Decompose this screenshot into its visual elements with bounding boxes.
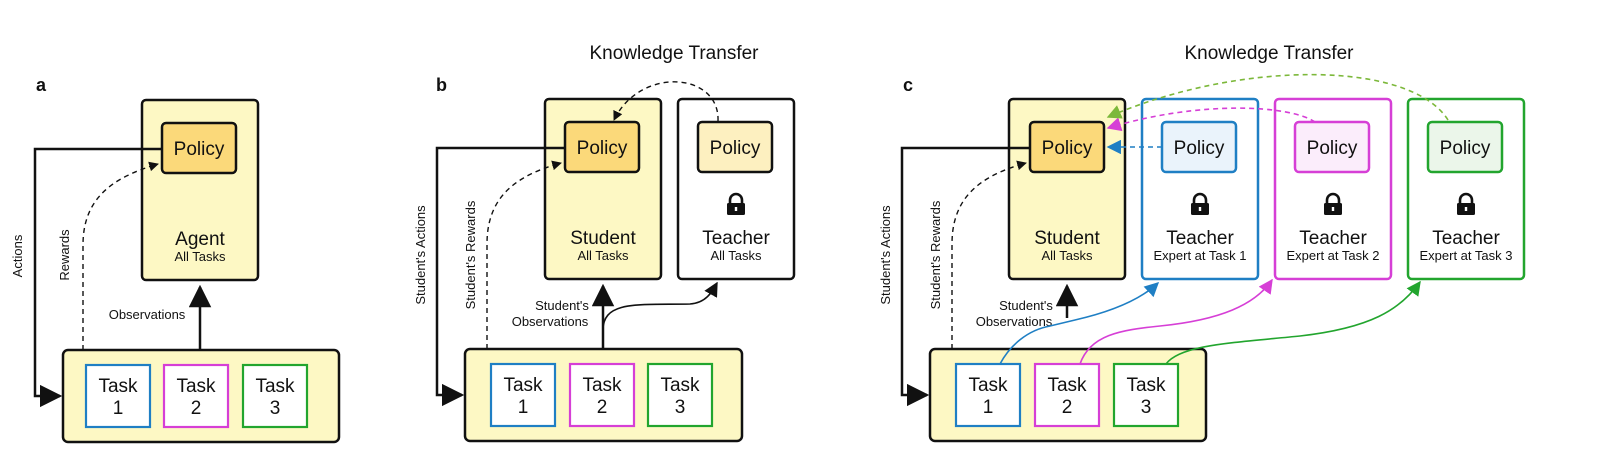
task-1-num-c: 1 — [983, 397, 994, 418]
rewards-label-a: Rewards — [57, 229, 72, 281]
lock-icon — [1324, 192, 1342, 215]
knowledge-transfer-arrow-3-c — [1106, 73, 1449, 121]
task-1-box-b — [489, 362, 557, 428]
teacher-observations-arrow-b — [602, 281, 718, 331]
task-1-box-c — [954, 362, 1022, 428]
task-2-num-c: 2 — [1062, 397, 1073, 418]
task-1-label-b: Task — [503, 375, 543, 396]
task-3-label-b: Task — [660, 375, 700, 396]
agent-policy-label: Policy — [174, 139, 225, 160]
panel-label-b: b — [436, 75, 447, 95]
task-3-box-c — [1112, 362, 1180, 428]
observations-label-a: Observations — [109, 307, 186, 322]
task-2-label-b: Task — [582, 375, 622, 396]
agent-label: Agent — [175, 229, 225, 250]
task-1-to-teacher-1-arrow — [999, 282, 1160, 365]
actions-arrow-c — [900, 146, 1030, 407]
observations-label-line1-b: Student's — [535, 298, 589, 313]
task-2-box-a — [162, 363, 230, 429]
task-2-label-c: Task — [1047, 375, 1087, 396]
student-sub-label-c: All Tasks — [1041, 248, 1093, 263]
teacher-3-policy-box-c — [1426, 120, 1504, 174]
observations-label-line2-c: Observations — [976, 314, 1053, 329]
teacher-label-b: Teacher — [702, 228, 770, 249]
task-2-num-a: 2 — [191, 398, 202, 419]
teacher-policy-box-b — [696, 120, 774, 174]
actions-arrow-b — [435, 146, 565, 407]
rewards-label-b: Student's Rewards — [463, 200, 478, 309]
task-3-num-c: 3 — [1141, 397, 1152, 418]
task-1-box-a — [84, 363, 152, 429]
rewards-arrow-c — [951, 160, 1027, 349]
task-3-num-b: 3 — [675, 397, 686, 418]
task-1-num-a: 1 — [113, 398, 124, 419]
task-2-to-teacher-2-arrow — [1079, 278, 1273, 365]
task-3-label-a: Task — [255, 376, 295, 397]
observations-label-line1-c: Student's — [999, 298, 1053, 313]
teacher-1-policy-label-c: Policy — [1174, 138, 1225, 159]
task-1-label-a: Task — [98, 376, 138, 397]
task-2-num-b: 2 — [597, 397, 608, 418]
task-2-label-a: Task — [176, 376, 216, 397]
task-2-box-b — [568, 362, 636, 428]
knowledge-transfer-heading-c: Knowledge Transfer — [1185, 43, 1355, 64]
rewards-arrow-b — [486, 160, 562, 349]
student-policy-label-c: Policy — [1042, 138, 1093, 159]
task-3-box-b — [646, 362, 714, 428]
panel-label-c: c — [903, 75, 913, 95]
actions-arrow-a — [33, 147, 162, 408]
task-2-box-c — [1033, 362, 1101, 428]
teacher-3-label-c: Teacher — [1432, 228, 1500, 249]
task-1-num-b: 1 — [518, 397, 529, 418]
actions-label-a: Actions — [10, 234, 25, 277]
rewards-label-c: Student's Rewards — [928, 200, 943, 309]
task-1-label-c: Task — [968, 375, 1008, 396]
rewards-arrow-a — [82, 161, 159, 350]
student-policy-label-b: Policy — [577, 138, 628, 159]
teacher-3-sub-label-c: Expert at Task 3 — [1420, 248, 1513, 263]
teacher-2-policy-label-c: Policy — [1307, 138, 1358, 159]
teacher-1-sub-label-c: Expert at Task 1 — [1154, 248, 1247, 263]
teacher-2-label-c: Teacher — [1299, 228, 1367, 249]
teacher-sub-label-b: All Tasks — [710, 248, 762, 263]
actions-label-c: Student's Actions — [878, 205, 893, 305]
lock-icon — [1191, 192, 1209, 215]
task-3-num-a: 3 — [270, 398, 281, 419]
student-label-c: Student — [1034, 228, 1100, 249]
knowledge-transfer-arrow-2-c — [1106, 107, 1316, 132]
student-label-b: Student — [570, 228, 636, 249]
teacher-2-policy-box-c — [1293, 120, 1371, 174]
teacher-3-policy-label-c: Policy — [1440, 138, 1491, 159]
knowledge-transfer-arrow-b — [613, 81, 719, 122]
lock-icon — [727, 192, 745, 215]
panel-label-a: a — [36, 75, 47, 95]
teacher-policy-label-b: Policy — [710, 138, 761, 159]
student-sub-label-b: All Tasks — [577, 248, 629, 263]
agent-sub-label: All Tasks — [174, 249, 226, 264]
task-3-to-teacher-3-arrow — [1165, 280, 1421, 365]
observations-label-line2-b: Observations — [512, 314, 589, 329]
teacher-2-sub-label-c: Expert at Task 2 — [1287, 248, 1380, 263]
knowledge-transfer-heading-b: Knowledge Transfer — [590, 43, 760, 64]
teacher-1-label-c: Teacher — [1166, 228, 1234, 249]
task-3-label-c: Task — [1126, 375, 1166, 396]
task-3-box-a — [241, 363, 309, 429]
lock-icon — [1457, 192, 1475, 215]
actions-label-b: Student's Actions — [413, 205, 428, 305]
